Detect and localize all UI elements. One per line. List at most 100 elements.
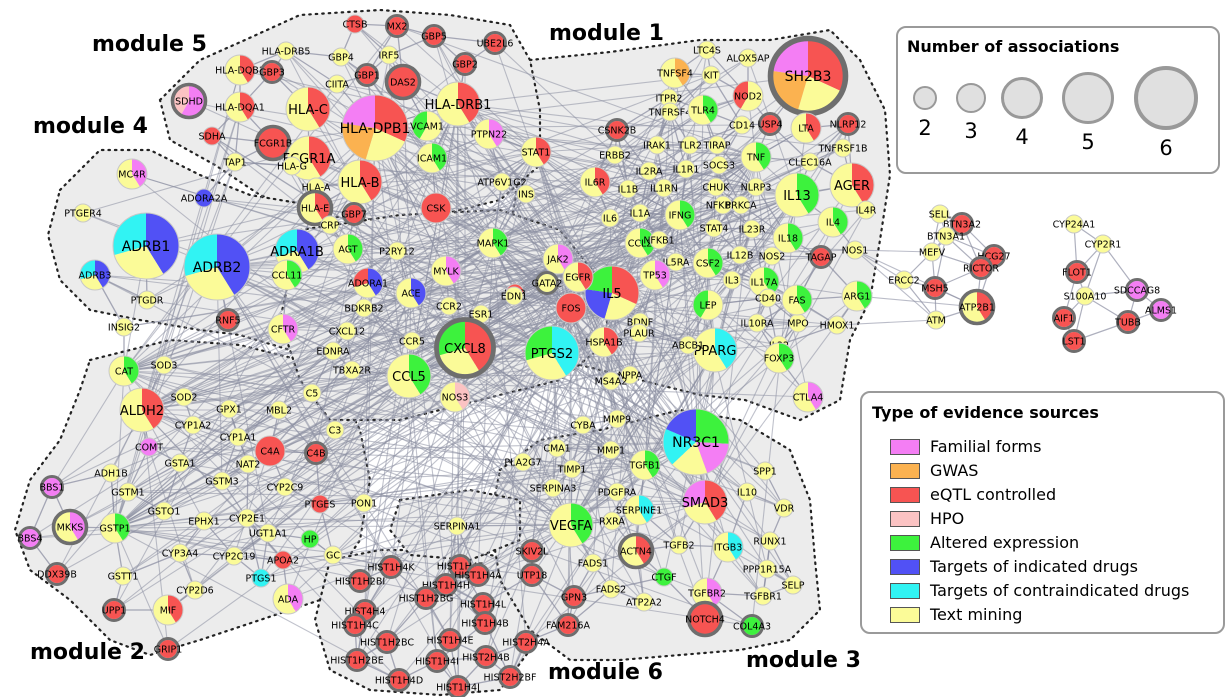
node-mmp1: MMP1 [597,440,625,460]
edge [267,103,459,534]
node-pie-slice [220,400,238,418]
node-outline [498,665,522,689]
node-outline [1064,214,1084,234]
node-pie-slice [523,566,541,584]
node-pie-slice [806,113,821,141]
node-pie-slice [54,512,78,543]
node-outline [483,31,507,55]
node-skiv2l: SKIV2L [516,539,549,563]
node-itgb3: ITGB3 [712,531,744,563]
edge [123,370,618,493]
size-legend-circle [1134,66,1198,130]
node-cyp1a2: CYP1A2 [175,415,211,435]
edge [145,151,537,247]
node-pie-slice [601,209,619,227]
node-label: DDX39B [37,570,77,581]
edge [127,464,646,493]
node-label: IRF5 [379,51,400,62]
node-cftr: CFTR [267,313,299,345]
node-outline [584,265,640,321]
node-label: HIST2H2BF [484,673,537,684]
node-vdr: VDR [774,498,795,518]
node-label: NOS2 [759,252,786,263]
edge [644,144,691,466]
node-comt: COMT [135,437,163,457]
node-label: FOS [562,304,581,315]
edge [237,151,537,438]
node-gbp4: GBP4 [328,47,354,67]
node-pie-slice [926,279,944,297]
node-label: CCL2 [628,239,653,250]
node-tlr4: TLR4 [687,94,719,126]
node-label: BBS1 [40,483,65,494]
node-fas: FAS [781,284,813,316]
node-pie-slice [710,156,728,174]
node-pie-slice [772,40,808,76]
node-outline [607,482,627,502]
node-pie-slice [346,15,364,33]
node-plaur: PLAUR [623,323,655,343]
node-arg1: ARG1 [841,280,873,312]
node-label: IL2RA [636,167,663,178]
evidence-legend-title: Type of evidence sources [872,403,1099,422]
size-legend-label: 6 [1159,136,1173,160]
node-pie-slice [619,180,637,198]
node-pie-slice [1094,235,1112,253]
node-il12b: IL12B [727,245,753,265]
node-il4r: IL4R [856,200,877,220]
node-selp: SELP [781,575,805,595]
node-pie-slice [303,384,321,402]
node-pie-slice [715,328,737,369]
legend-swatch [890,606,920,623]
node-il13: IL13 [774,172,820,218]
node-pie-slice [168,595,183,623]
node-outline [669,535,689,555]
edge [714,186,757,351]
node-pie-slice [1128,281,1146,299]
node-pie-slice [671,442,708,476]
node-label: IL1A [630,209,651,220]
node-label: ATP6V1G2 [477,178,526,189]
node-pie-slice [705,219,723,237]
edge [710,74,743,126]
legend-row-gwas: GWAS [890,461,978,480]
node-socs3: SOCS3 [703,155,735,175]
node-outline [543,478,563,498]
node-pie-slice [328,75,346,93]
node-label: CYP2C19 [213,552,256,563]
node-label: IRAK1 [643,141,671,152]
node-outline [332,233,364,265]
node-outline [504,286,524,306]
node-pie-slice [112,213,146,256]
node-pie-slice [733,81,748,109]
node-label: IL5RA [663,258,690,269]
node-pie-slice [390,671,408,689]
node-ptges: PTGES [305,494,335,514]
node-label: TUBB [1114,318,1141,329]
node-label: ATP2A2 [626,598,662,609]
node-pie-slice [348,234,364,262]
node-pie-slice [589,327,612,357]
node-pie-slice [738,483,756,501]
node-pie-slice [346,616,364,634]
node-cma1: CMA1 [543,438,571,458]
node-pie-slice [138,291,156,309]
node-outline [680,135,700,155]
node-pie-slice [441,631,459,649]
node-pie-slice [115,513,130,541]
node-pie-slice [355,299,373,317]
node-label: RICTOR [963,264,999,275]
node-pie-slice [184,416,202,434]
node-label: HIST1H4K [367,563,415,574]
node-gstm3: GSTM3 [205,471,239,491]
node-outline [836,112,860,136]
node-pie-slice [636,536,651,564]
node-edn1: EDN1 [501,286,527,306]
node-label: NOD2 [734,92,762,103]
node-sod3: SOD3 [151,355,177,375]
node-pie-slice [791,113,814,144]
module-label-5: module 5 [92,32,207,57]
node-outline [474,645,498,669]
node-serpine1: SERPINE1 [616,494,662,526]
